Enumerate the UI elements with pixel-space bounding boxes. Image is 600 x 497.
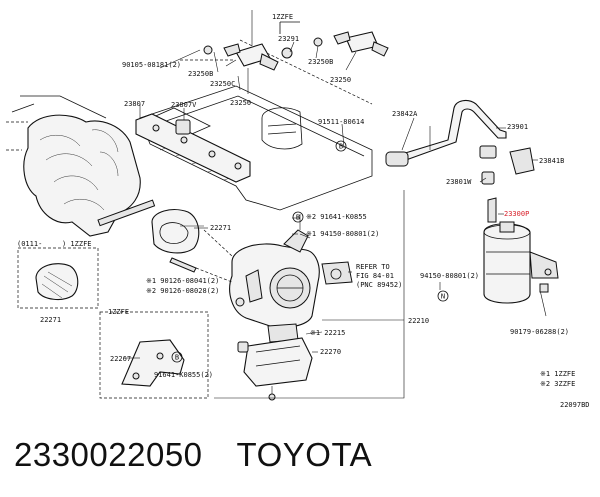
label-pnc-89452: (PNC 89452)	[356, 281, 402, 289]
label-22271-inset: 22271	[40, 316, 61, 324]
label-23807v: 23807V	[171, 101, 197, 109]
label-22210: 22210	[408, 317, 429, 325]
label-1zzfe-left: ) 1ZZFE	[62, 240, 92, 248]
part-labels: 1ZZFE 23291 90105-08181(2) 23250B 23250C…	[17, 13, 590, 409]
label-fig-84-01: FIG 84-01	[356, 272, 394, 280]
label-0111: (0111-	[17, 240, 42, 248]
fuel-line	[385, 99, 538, 185]
callout-b-1: B	[339, 143, 343, 151]
label-ref-code: 22097BD	[560, 401, 590, 409]
label-90126-08041: ※1 90126-08041(2)	[146, 277, 219, 285]
label-22271-main: 22271	[210, 224, 231, 232]
label-refer-to: REFER TO	[356, 263, 390, 271]
label-91641-k0855-1: ※2 91641-K0855	[306, 213, 367, 221]
label-91641-k0855-2: 91641-K0855(2)	[154, 371, 213, 379]
label-23250b-right: 23250B	[308, 58, 333, 66]
bracket-22267	[99, 311, 209, 399]
callout-circles: B B B N	[171, 140, 449, 363]
label-22267: 22267	[110, 355, 131, 363]
label-23901: 23901	[507, 123, 528, 131]
fuel-delivery-pipe	[135, 104, 251, 183]
callout-b-3: B	[175, 354, 179, 362]
label-90126-08028: ※2 90126-08028(2)	[146, 287, 219, 295]
label-23291: 23291	[278, 35, 299, 43]
leader-lines	[124, 10, 504, 399]
idle-air-control-22270	[237, 337, 313, 401]
callout-n: N	[441, 293, 445, 301]
label-23300p: 23300P	[504, 210, 529, 218]
caption-brand: TOYOTA	[236, 436, 373, 473]
studs-90126	[169, 229, 233, 283]
label-note-1zzfe: ※1 1ZZFE	[540, 370, 575, 378]
label-22215: ※1 22215	[310, 329, 345, 337]
label-23841b: 23841B	[539, 157, 564, 165]
caption-bar: 2330022050 TOYOTA	[14, 430, 372, 480]
label-note-3zzfe: ※2 3ZZFE	[540, 380, 575, 388]
label-91511-80614: 91511-80614	[318, 118, 364, 126]
parts-diagram: B B B N 1ZZFE 23291 90105-08181(2) 23250…	[6, 10, 590, 409]
fuel-filter-23300p	[483, 197, 559, 317]
gaskets-22271	[17, 209, 204, 309]
label-1zzfe-bottom: 1ZZFE	[108, 308, 129, 316]
label-23250b-left: 23250B	[188, 70, 213, 78]
throttle-body-22210	[229, 214, 353, 343]
label-23807: 23807	[124, 100, 145, 108]
callout-b-2: B	[296, 214, 300, 222]
label-94150-80801-1: ※1 94150-80801(2)	[306, 230, 379, 238]
label-23250-right: 23250	[330, 76, 351, 84]
label-23250-left: 23250	[230, 99, 251, 107]
label-1zzfe-top: 1ZZFE	[272, 13, 293, 21]
label-22270: 22270	[320, 348, 341, 356]
caption-part-number: 2330022050	[14, 436, 203, 473]
label-23842a: 23842A	[392, 110, 418, 118]
label-90105-08181: 90105-08181(2)	[122, 61, 181, 69]
engine-block	[6, 95, 156, 237]
label-23801w: 23801W	[446, 178, 472, 186]
label-23250c: 23250C	[210, 80, 235, 88]
label-90179-06288: 90179-06288(2)	[510, 328, 569, 336]
label-94150-80801-2: 94150-80801(2)	[420, 272, 479, 280]
fuel-injectors	[203, 21, 389, 94]
